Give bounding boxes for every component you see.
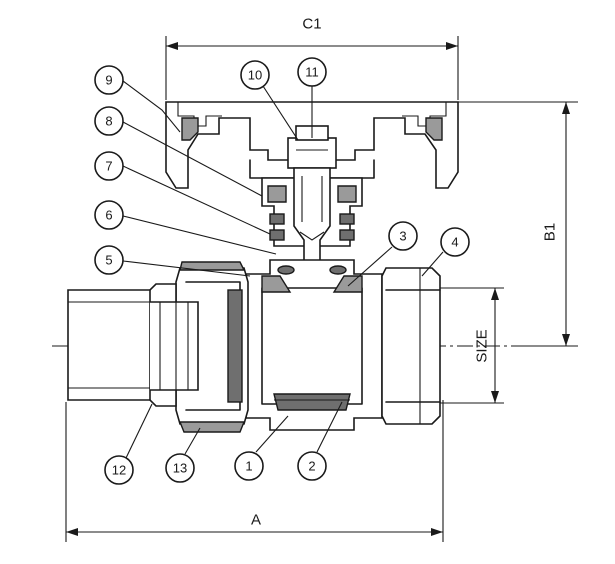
dimension-a: A — [65, 400, 444, 542]
callout-13-label: 13 — [173, 461, 187, 476]
callout-10-label: 10 — [248, 68, 262, 83]
callout-8: 8 — [94, 106, 124, 136]
leader-lines — [122, 80, 444, 459]
callout-10: 10 — [240, 60, 270, 90]
callout-2: 2 — [297, 451, 327, 481]
callout-5-label: 5 — [105, 253, 112, 268]
callout-6-label: 6 — [105, 208, 112, 223]
callout-8-label: 8 — [105, 114, 112, 129]
callout-1: 1 — [234, 451, 264, 481]
right-end-connector — [381, 267, 441, 425]
dimension-b1: B1 — [458, 101, 578, 347]
callout-5: 5 — [94, 245, 124, 275]
dimension-c1: C1 — [165, 16, 459, 100]
callout-4: 4 — [440, 227, 470, 257]
callout-2-label: 2 — [308, 459, 315, 474]
left-tailpiece — [67, 283, 199, 407]
dimension-a-label: A — [251, 512, 261, 529]
stem-head — [287, 125, 337, 169]
callout-11-label: 11 — [305, 65, 319, 80]
valve-body — [245, 259, 383, 431]
callout-7-label: 7 — [105, 159, 112, 174]
union-gasket — [227, 289, 243, 403]
callout-1-label: 1 — [245, 459, 252, 474]
dimension-size: SIZE — [432, 287, 504, 404]
callout-4-label: 4 — [451, 235, 458, 250]
callout-3: 3 — [388, 221, 418, 251]
callout-11: 11 — [297, 57, 327, 87]
callout-9: 9 — [94, 65, 124, 95]
ball-bottom — [273, 393, 351, 411]
callout-6: 6 — [94, 200, 124, 230]
dimension-c1-label: C1 — [302, 16, 321, 33]
callout-12-label: 12 — [112, 463, 126, 478]
callout-3-label: 3 — [399, 229, 406, 244]
dimension-size-label: SIZE — [474, 329, 491, 362]
dimension-b1-label: B1 — [542, 223, 559, 241]
callout-12: 12 — [104, 455, 134, 485]
callout-7: 7 — [94, 151, 124, 181]
callout-9-label: 9 — [105, 73, 112, 88]
callout-13: 13 — [165, 453, 195, 483]
